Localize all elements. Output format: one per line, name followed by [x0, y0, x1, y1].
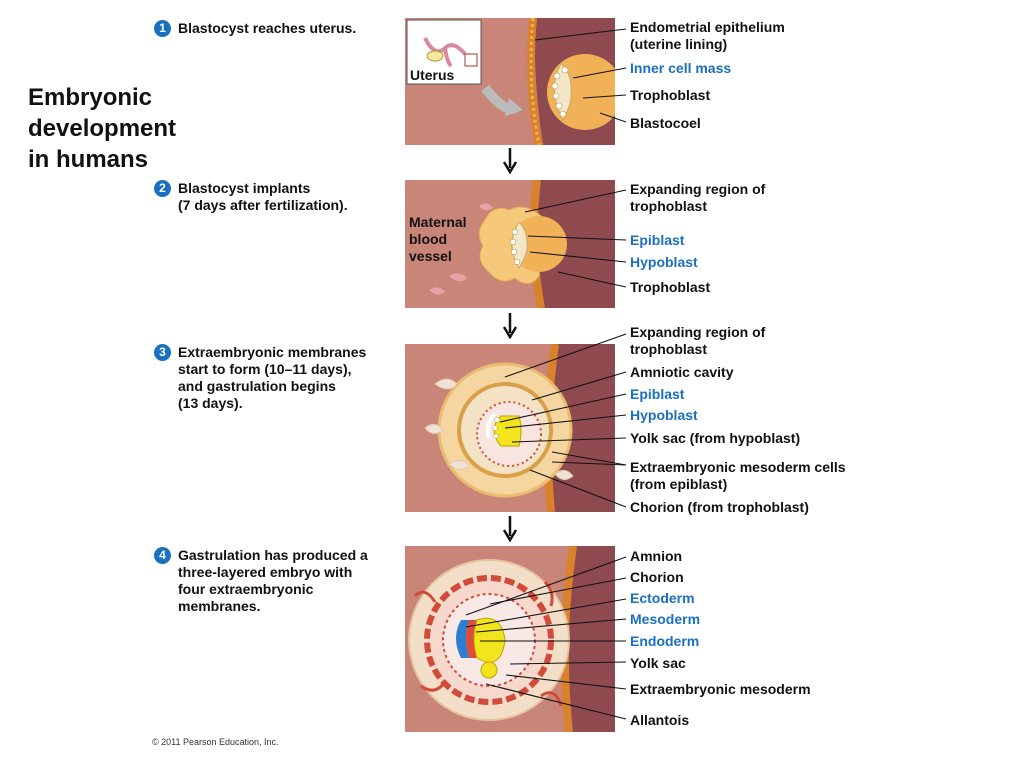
- panel-blastocyst-implants: [405, 180, 615, 308]
- label-trophoblast: Trophoblast: [630, 87, 711, 103]
- down-arrow-icon: [502, 313, 518, 339]
- label-blastocoel: Blastocoel: [630, 115, 701, 131]
- panel-three-layered-embryo: [405, 546, 615, 732]
- label-amniotic-cavity: Amniotic cavity: [630, 364, 734, 380]
- step-number-badge: 2: [154, 180, 171, 197]
- page-title: Embryonic development in humans: [28, 84, 177, 173]
- label-endoderm: Endoderm: [630, 633, 700, 649]
- step-number-badge: 4: [154, 547, 171, 564]
- copyright-notice: © 2011 Pearson Education, Inc.: [152, 737, 279, 747]
- label-chorion: Chorion: [630, 569, 684, 585]
- label-ectoderm: Ectoderm: [630, 590, 695, 606]
- label-epiblast: Epiblast: [630, 386, 685, 402]
- label-allantois: Allantois: [630, 712, 690, 728]
- label-chorion-trophoblast: Chorion (from trophoblast): [630, 499, 809, 515]
- panel-extraembryonic-membranes: [405, 344, 615, 512]
- label-hypoblast: Hypoblast: [630, 254, 698, 270]
- label-hypoblast: Hypoblast: [630, 407, 698, 423]
- step-text: Extraembryonic membranes start to form (…: [178, 344, 367, 411]
- step-number-badge: 3: [154, 344, 171, 361]
- step-text: Blastocyst reaches uterus.: [178, 20, 357, 36]
- label-expanding-trophoblast: Expanding region of trophoblast: [630, 181, 766, 214]
- down-arrow-icon: [502, 516, 518, 542]
- label-epiblast: Epiblast: [630, 232, 685, 248]
- label-mesoderm: Mesoderm: [630, 611, 701, 627]
- step-text: Gastrulation has produced a three-layere…: [178, 547, 368, 614]
- label-uterus: Uterus: [410, 67, 455, 83]
- label-inner-cell-mass: Inner cell mass: [630, 60, 732, 76]
- label-endometrial-epithelium: Endometrial epithelium (uterine lining): [630, 19, 785, 52]
- label-maternal-blood-vessel: Maternal blood vessel: [409, 214, 467, 264]
- label-yolk-sac: Yolk sac: [630, 655, 686, 671]
- label-amnion: Amnion: [630, 548, 683, 564]
- label-extraembryonic-mesoderm-cells: Extraembryonic mesoderm cells (from epib…: [630, 459, 846, 492]
- step-number-badge: 1: [154, 20, 171, 37]
- label-trophoblast: Trophoblast: [630, 279, 711, 295]
- label-extraembryonic-mesoderm: Extraembryonic mesoderm: [630, 681, 811, 697]
- down-arrow-icon: [502, 148, 518, 174]
- label-yolk-sac-hypoblast: Yolk sac (from hypoblast): [630, 430, 801, 446]
- step-text: Blastocyst implants (7 days after fertil…: [178, 180, 348, 213]
- label-expanding-trophoblast: Expanding region of trophoblast: [630, 324, 766, 357]
